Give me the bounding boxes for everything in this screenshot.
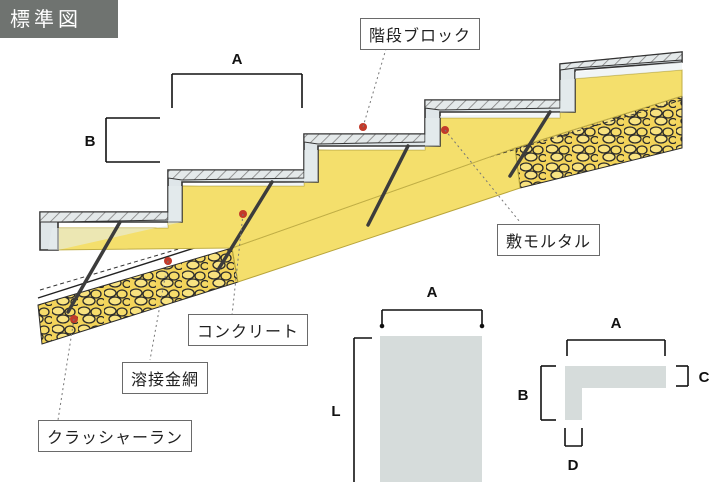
side-dim-b-label: B xyxy=(518,387,529,404)
front-view-block xyxy=(380,336,482,482)
side-dim-a-label: A xyxy=(611,315,622,332)
stair-dim-b-label: B xyxy=(85,133,96,150)
side-view-block xyxy=(565,366,666,420)
side-dim-c-label: C xyxy=(699,369,710,386)
front-dim-a-label: A xyxy=(427,284,438,301)
callout-concrete: コンクリート xyxy=(188,314,309,346)
stair-dimension-a xyxy=(171,73,303,108)
stair-interior xyxy=(48,62,682,250)
front-dimension-l xyxy=(353,337,372,482)
side-dimension-c xyxy=(676,365,689,387)
side-dimension-b xyxy=(540,365,556,421)
stair-dim-a-label: A xyxy=(232,51,243,68)
side-dimension-d xyxy=(564,428,583,447)
rebars xyxy=(66,110,552,314)
front-dim-l-label: L xyxy=(331,403,340,420)
callout-crusher-run: クラッシャーラン xyxy=(38,420,193,452)
front-dimension-a xyxy=(379,309,485,329)
stair-tread-hatch xyxy=(39,51,683,223)
side-dim-d-label: D xyxy=(568,457,579,474)
callout-bedding-mortar: 敷モルタル xyxy=(497,224,601,256)
callout-welded-mesh: 溶接金網 xyxy=(122,362,209,394)
stair-dimension-b xyxy=(105,117,160,163)
callout-stair-block: 階段ブロック xyxy=(360,18,481,50)
leader-lines xyxy=(57,41,521,421)
side-dimension-a xyxy=(566,339,666,356)
page-title: 標準図 xyxy=(0,0,118,38)
